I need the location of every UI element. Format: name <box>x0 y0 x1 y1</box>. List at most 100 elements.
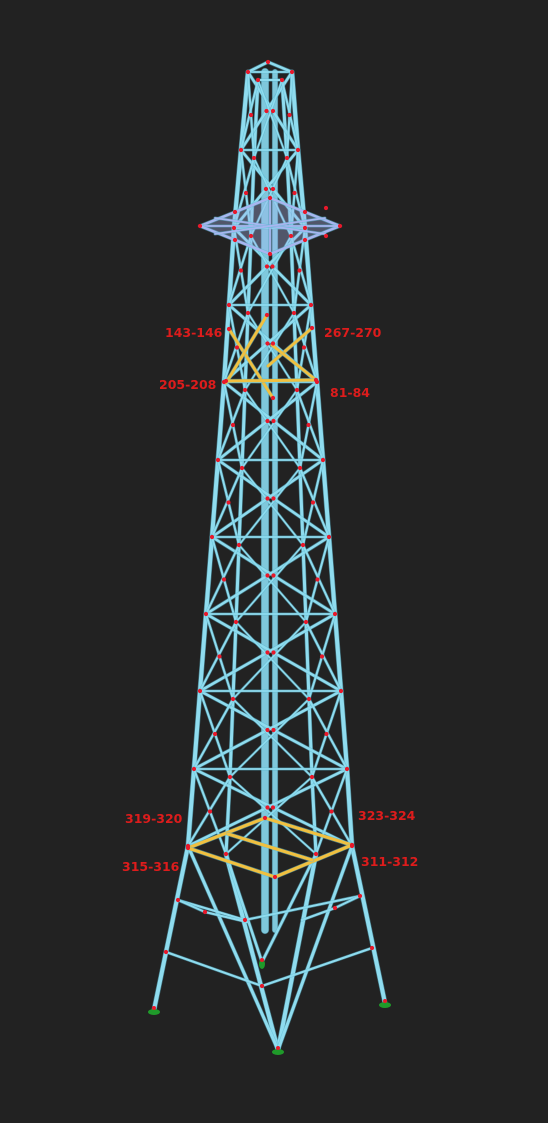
base-brace-member <box>334 895 361 909</box>
node-marker <box>175 897 181 903</box>
brace-member <box>244 312 295 391</box>
node-marker <box>197 223 203 229</box>
base-brace-member <box>244 895 361 921</box>
node-marker <box>324 731 329 737</box>
leg-member <box>333 612 343 693</box>
base-brace-member <box>177 899 206 913</box>
node-marker <box>226 326 232 332</box>
node-marker <box>242 387 248 393</box>
node-marker <box>264 264 270 269</box>
member-label-143-146: 143-146 <box>165 325 223 340</box>
support-node <box>260 958 264 962</box>
node-marker <box>226 302 232 308</box>
node-marker <box>301 345 307 350</box>
base-leg-member <box>186 844 280 1052</box>
node-marker <box>231 225 237 231</box>
node-marker <box>267 251 273 257</box>
base-leg-member <box>276 844 354 1052</box>
leg-member <box>339 689 349 771</box>
leg-member <box>295 388 302 470</box>
brace-member <box>253 79 283 159</box>
node-marker <box>310 500 316 505</box>
leg-member <box>296 148 307 230</box>
node-marker <box>291 310 297 316</box>
node-marker <box>309 325 315 331</box>
node-marker <box>265 496 270 501</box>
brace-member <box>229 776 317 855</box>
node-marker <box>265 805 270 810</box>
node-marker <box>232 209 238 215</box>
node-marker <box>306 422 311 428</box>
node-marker <box>302 225 308 231</box>
node-marker <box>272 874 278 880</box>
node-marker <box>271 573 276 578</box>
node-marker <box>279 77 285 83</box>
leg-member <box>310 775 318 856</box>
member-labels: 143-146 267-270 205-208 81-84 319-320 32… <box>122 325 418 874</box>
leg-member <box>290 70 300 152</box>
leg-member <box>237 466 244 547</box>
leg-member <box>309 303 319 384</box>
highlight-member <box>186 846 277 879</box>
brace-member <box>241 389 298 469</box>
support-node <box>276 1046 280 1050</box>
node-marker <box>230 422 236 428</box>
leg-member <box>315 380 325 462</box>
node-marker <box>284 155 290 161</box>
leg-member <box>232 148 243 230</box>
brace-member <box>225 776 313 855</box>
leg-member <box>345 767 354 848</box>
brace-member <box>238 544 307 623</box>
node-marker <box>357 893 363 899</box>
highlight-member <box>226 832 314 862</box>
node-marker <box>294 387 300 393</box>
node-marker <box>320 457 326 463</box>
node-marker <box>185 845 191 851</box>
node-marker <box>212 731 218 737</box>
brace-member <box>235 621 310 700</box>
base-leg-member <box>350 844 387 1005</box>
node-marker <box>292 190 297 196</box>
node-marker <box>233 619 239 625</box>
node-marker <box>270 264 275 269</box>
highlight-member <box>224 378 318 383</box>
node-marker <box>197 688 203 694</box>
base-leg-member <box>224 852 280 1052</box>
node-marker <box>271 650 276 655</box>
node-marker <box>319 654 325 659</box>
node-marker <box>265 418 270 424</box>
brace-member <box>244 389 301 469</box>
base-brace-member <box>261 947 373 987</box>
brace-member <box>232 621 307 700</box>
leg-member <box>228 697 235 779</box>
node-markers <box>163 59 375 989</box>
node-marker <box>221 577 227 582</box>
leg-member <box>216 380 226 462</box>
node-marker <box>227 774 233 780</box>
member-label-315-316: 315-316 <box>122 859 180 874</box>
base-leg-member <box>224 852 264 964</box>
node-marker <box>369 945 375 951</box>
node-marker <box>226 500 231 505</box>
node-marker <box>238 147 244 153</box>
node-marker <box>308 302 314 308</box>
node-marker <box>239 465 245 471</box>
node-marker <box>245 310 251 316</box>
node-marker <box>207 809 213 814</box>
highlight-member <box>266 326 314 368</box>
base-brace-member <box>165 951 263 987</box>
brace-member <box>257 79 288 159</box>
node-marker <box>223 378 229 384</box>
node-marker <box>265 341 270 346</box>
node-marker <box>329 809 334 814</box>
node-marker <box>264 312 270 318</box>
node-marker <box>163 949 169 955</box>
node-marker <box>271 727 276 733</box>
node-marker <box>326 534 332 540</box>
node-marker <box>270 186 276 192</box>
leg-member <box>301 543 308 624</box>
node-marker <box>217 654 222 659</box>
leg-member <box>307 697 314 779</box>
node-marker <box>315 577 320 582</box>
